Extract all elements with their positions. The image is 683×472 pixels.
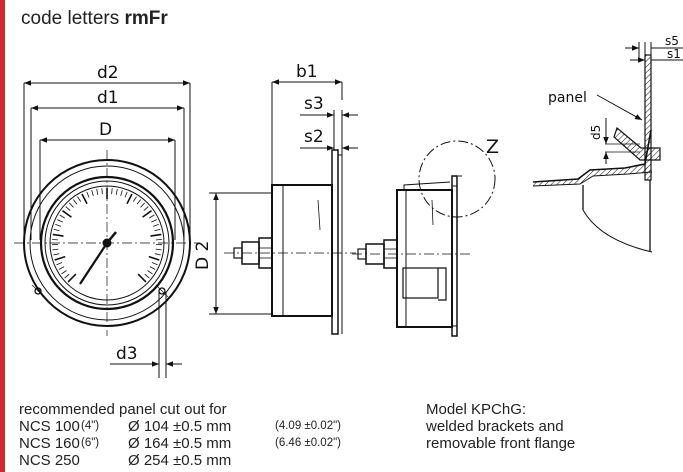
dial-tick	[52, 248, 59, 251]
mounting-hole-left	[34, 287, 42, 295]
title-code: rmFr	[124, 8, 168, 29]
side-view	[209, 79, 358, 335]
dial-tick	[124, 191, 128, 198]
label-d3: d3	[116, 344, 138, 364]
welded-bracket	[402, 267, 439, 299]
pointer-hub	[102, 238, 112, 248]
dial-tick	[150, 233, 162, 237]
dial-tick	[144, 273, 150, 279]
dial-tick	[148, 255, 160, 261]
cutout-row: NCS 100 (4") Ø 104 ±0.5 mm (4.09 ±0.02")	[19, 418, 341, 435]
dial-tick	[91, 190, 94, 197]
dial-tick	[72, 199, 78, 205]
label-d2: d2	[97, 63, 119, 83]
dial-tick	[148, 214, 155, 219]
cutout-diameter-inch: (6.46 ±0.02")	[275, 437, 342, 449]
dial-tick	[149, 266, 156, 270]
dial-tick	[62, 210, 72, 218]
mounting-hole-right	[158, 287, 166, 295]
cutout-inch: (4")	[81, 420, 100, 432]
dial-tick	[55, 224, 62, 227]
dial-tick	[81, 193, 88, 205]
front-flange	[331, 149, 339, 335]
dial-tick	[58, 266, 65, 270]
technical-drawing: d2 d1 D d3 b1 s3 s2 D 2	[14, 34, 683, 378]
dial-tick	[67, 273, 77, 283]
label-s2: s2	[304, 127, 324, 147]
dial-tick	[64, 273, 70, 279]
dial-tick	[136, 199, 142, 205]
dial-tick	[111, 188, 113, 195]
dial-tick	[155, 248, 162, 251]
dial-tick	[69, 202, 74, 208]
dial-tick	[132, 196, 137, 202]
dial-tick	[140, 202, 145, 208]
panel-leader	[596, 94, 643, 121]
dial-tick	[147, 270, 153, 275]
dial-tick	[151, 219, 157, 223]
label-s3: s3	[304, 94, 324, 114]
label-b1: b1	[296, 62, 318, 82]
label-s5: s5	[665, 34, 679, 48]
panel-cutout-table: recommended panel cut out for NCS 100 (4…	[19, 401, 341, 469]
dial-tick	[154, 253, 161, 256]
label-s1: s1	[667, 47, 681, 61]
model-note-line: removable front flange	[426, 435, 576, 452]
cutout-model: NCS 250	[19, 452, 80, 469]
bracket-case	[396, 189, 453, 328]
cutout-model: NCS 160	[19, 435, 80, 452]
label-panel: panel	[548, 90, 587, 106]
cutout-model: NCS 100	[19, 418, 80, 435]
dial-tick	[142, 210, 152, 218]
label-z: Z	[486, 136, 499, 158]
dial-tick	[59, 214, 66, 219]
cutout-diameter: Ø 254 ±0.5 mm	[128, 452, 232, 469]
dial-tick	[54, 255, 66, 261]
dial-tick	[151, 262, 158, 266]
bracket-view	[352, 140, 496, 337]
cutout-diameter: Ø 164 ±0.5 mm	[128, 435, 232, 452]
accent-bar	[0, 0, 5, 472]
label-D: D	[99, 120, 112, 140]
dial-tick	[65, 206, 71, 211]
dial-tick	[52, 233, 64, 237]
title-prefix: code letters	[21, 8, 125, 29]
model-note: Model KPChG: welded brackets and removab…	[426, 401, 575, 452]
dial-tick	[61, 270, 67, 275]
dial-tick	[96, 188, 99, 195]
dial-tick	[57, 219, 63, 223]
dial-tick	[101, 188, 103, 195]
dial-tick	[152, 224, 159, 227]
page-title: code letters rmFr	[21, 8, 168, 30]
gauge-pointer	[79, 242, 108, 285]
front-view	[14, 80, 200, 378]
cutout-row: NCS 250 Ø 254 ±0.5 mm	[19, 452, 231, 469]
cutout-diameter: Ø 104 ±0.5 mm	[128, 418, 232, 435]
detail-z-circle	[418, 140, 496, 218]
dial-tick	[53, 228, 60, 232]
dial-tick	[56, 262, 63, 266]
dial-tick	[53, 253, 60, 256]
dial-tick	[86, 191, 90, 198]
dial-tick	[137, 273, 147, 283]
cutout-inch: (6")	[81, 437, 100, 449]
panel-section	[644, 54, 652, 181]
cutout-row: NCS 160 (6") Ø 164 ±0.5 mm (6.46 ±0.02")	[19, 435, 341, 452]
dial-tick	[126, 193, 133, 205]
dial-tick	[115, 188, 118, 195]
label-D2: D 2	[193, 241, 213, 270]
cutout-diameter-inch: (4.09 ±0.02")	[275, 420, 342, 432]
dial-tick	[154, 228, 161, 232]
dial-tick	[77, 196, 82, 202]
label-d1: d1	[97, 88, 119, 108]
detail-flange-hatch	[533, 164, 652, 186]
dial-tick	[143, 206, 149, 211]
label-d5: d5	[589, 125, 603, 140]
model-note-line: Model KPChG:	[426, 401, 527, 418]
case-body	[271, 184, 333, 317]
detail-z-view	[532, 42, 683, 253]
dial-tick	[120, 190, 123, 197]
cutout-heading: recommended panel cut out for	[19, 401, 227, 418]
model-note-line: welded brackets and	[426, 418, 564, 435]
